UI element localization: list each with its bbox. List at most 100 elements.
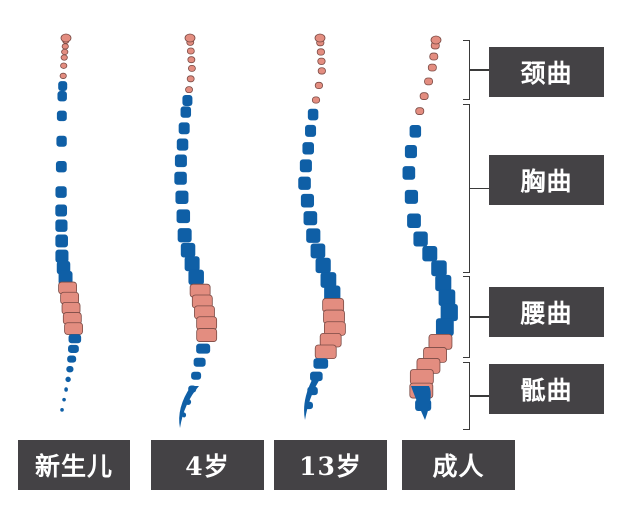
vertebra	[415, 107, 425, 115]
bracket-connector-cervical	[470, 69, 489, 71]
stage-label-adult: 成人	[402, 440, 515, 490]
vertebra	[314, 344, 337, 360]
vertebra	[435, 318, 454, 336]
vertebra	[317, 67, 326, 75]
vertebra	[196, 316, 218, 331]
bracket-connector-lumbar	[470, 316, 489, 318]
vertebra	[424, 77, 433, 86]
vertebra	[431, 260, 447, 277]
bracket-cervical	[463, 40, 470, 100]
vertebra	[178, 122, 190, 135]
vertebra	[55, 160, 67, 173]
vertebra	[182, 95, 193, 107]
vertebra	[404, 144, 417, 159]
vertebra	[429, 52, 439, 61]
sacrum-icon	[411, 386, 431, 420]
vertebra	[65, 376, 71, 383]
region-label-thoracic: 胸曲	[489, 155, 604, 205]
vertebra	[298, 176, 311, 190]
stage-label-age4: 4岁	[151, 440, 264, 490]
vertebra	[176, 138, 189, 151]
atlas-vertebra	[314, 33, 326, 43]
vertebra	[320, 272, 337, 288]
vertebra	[311, 96, 321, 104]
vertebra	[58, 81, 68, 91]
vertebra	[67, 355, 77, 363]
vertebra	[402, 166, 416, 180]
vertebra	[58, 270, 73, 285]
vertebra	[409, 125, 422, 138]
vertebra	[186, 75, 195, 83]
vertebra	[302, 142, 314, 155]
vertebra	[300, 193, 315, 208]
vertebra	[185, 86, 193, 94]
vertebra	[427, 63, 437, 72]
vertebra	[196, 343, 211, 354]
atlas-vertebra	[60, 33, 72, 43]
bracket-lumbar	[463, 276, 470, 358]
vertebra	[187, 64, 196, 72]
spine-age13	[298, 33, 346, 420]
vertebra	[66, 366, 74, 373]
vertebra	[438, 289, 456, 307]
region-label-cervical: 颈曲	[489, 47, 604, 97]
vertebra	[59, 72, 67, 79]
vertebra	[55, 249, 69, 263]
vertebra	[64, 387, 68, 392]
vertebra	[193, 357, 206, 367]
atlas-vertebra	[184, 33, 196, 43]
vertebra	[305, 124, 317, 137]
vertebra	[55, 204, 68, 217]
vertebra	[174, 171, 187, 185]
region-label-sacral: 骶曲	[489, 364, 604, 414]
spine-age4	[174, 33, 218, 428]
vertebra	[315, 257, 331, 274]
vertebra	[180, 242, 196, 258]
vertebra	[307, 108, 319, 121]
vertebra	[60, 408, 64, 412]
vertebra	[62, 397, 66, 402]
region-label-lumbar: 腰曲	[489, 287, 604, 337]
vertebra	[409, 369, 434, 385]
vertebra	[61, 43, 69, 50]
vertebra	[404, 189, 419, 204]
vertebra	[306, 228, 321, 243]
vertebra	[310, 243, 326, 259]
coccyx-icon	[179, 386, 199, 428]
vertebra	[196, 328, 218, 342]
vertebra	[191, 371, 202, 380]
vertebra	[55, 186, 67, 198]
vertebra	[419, 92, 429, 100]
vertebra	[57, 91, 67, 102]
stage-label-newborn: 新生儿	[18, 440, 130, 490]
bracket-connector-sacral	[470, 395, 489, 397]
vertebra	[316, 48, 325, 56]
vertebra	[184, 256, 200, 272]
vertebra	[435, 274, 452, 292]
vertebra	[440, 303, 458, 322]
vertebra	[422, 245, 438, 262]
vertebra	[188, 269, 204, 285]
vertebra	[177, 228, 192, 243]
bracket-sacral	[463, 362, 470, 430]
vertebra	[317, 57, 326, 65]
stage-label-age13: 13岁	[274, 440, 387, 490]
vertebra	[187, 56, 196, 64]
vertebra	[68, 344, 79, 353]
vertebra	[64, 322, 83, 335]
vertebra	[175, 190, 189, 204]
vertebra	[314, 81, 323, 90]
vertebra	[324, 285, 341, 302]
vertebra	[60, 54, 68, 61]
vertebra	[56, 110, 67, 122]
vertebra	[180, 106, 192, 118]
bracket-thoracic	[463, 104, 470, 273]
vertebra	[413, 231, 428, 247]
vertebra	[56, 135, 67, 147]
atlas-vertebra	[430, 35, 442, 45]
vertebra	[313, 358, 329, 369]
vertebra	[303, 211, 318, 226]
bracket-connector-thoracic	[470, 187, 489, 189]
vertebra	[55, 219, 68, 232]
